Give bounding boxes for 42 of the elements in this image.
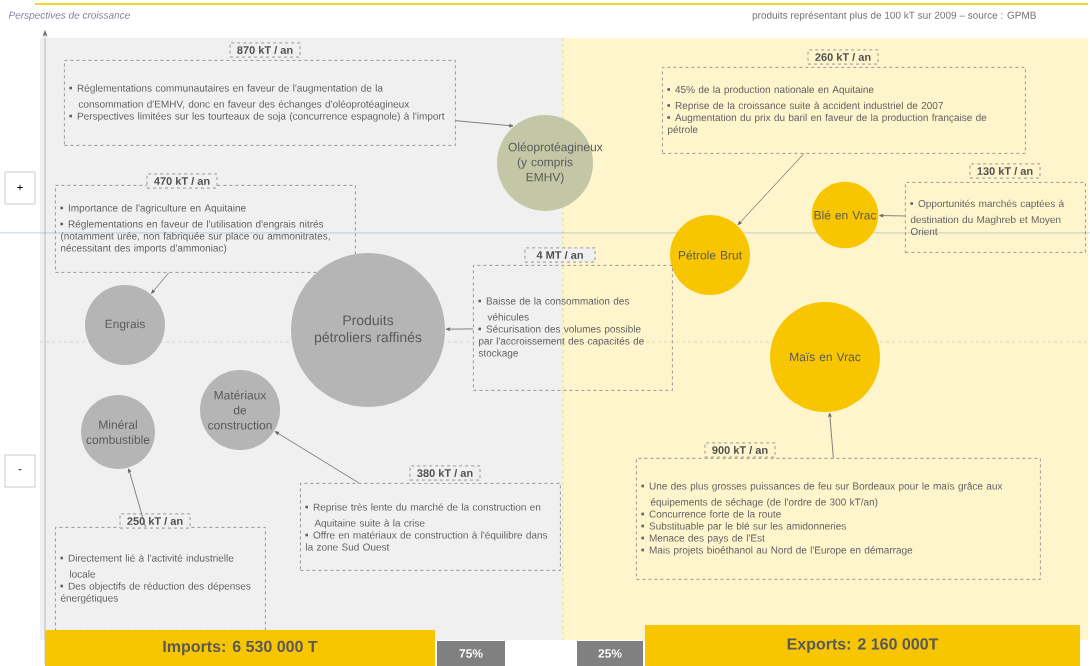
source-note: produits représentant plus de 100 kT sur 2009 – source : GPMB <box>752 11 1036 21</box>
note-box: 45% de la production nationale en Aquitaine Reprise de la croissance suite à accident industriel de 2007 Augmentation du prix du baril en faveur de la production française de pétrole <box>662 67 1026 154</box>
node-label: Une des plus grosses puissances de feu sur Bordeaux pour le maïs grâce aux équipements de séchage (de l'ordre de 300 kT/an) <box>649 482 1003 508</box>
bubble: Produits pétroliers raffinés <box>291 253 445 407</box>
total-bar: Imports: 6 530 000 T <box>45 630 435 666</box>
arrow <box>879 213 906 218</box>
arrow <box>455 120 514 128</box>
quantity-label: 470 kT / an <box>146 173 218 189</box>
bubble: Engrais <box>85 285 165 365</box>
percent-box: 25% <box>577 641 643 666</box>
arrow <box>445 327 474 331</box>
note-box: Reprise très lente du marché de la construction en Aquitaine suite à la crise Offre en matériaux de construction à l'équilibre dans la zone Sud Ouest <box>300 483 561 571</box>
quantity-label: 4 MT / an <box>524 247 596 263</box>
arrow <box>151 272 170 294</box>
total-bar: Exports: 2 160 000T <box>645 625 1080 666</box>
bubble: Pétrole Brut <box>670 215 750 295</box>
node-label: Mais projets bioéthanol au Nord de l'Europe en démarrage <box>649 546 913 556</box>
quantity-label: 130 kT / an <box>969 163 1041 179</box>
quantity-label: 250 kT / an <box>119 513 191 529</box>
axis-sign-box: + <box>4 171 36 205</box>
note-box: Opportunités marchés captées à destination du Maghreb et Moyen Orient <box>905 182 1086 253</box>
bubble: Matériaux de construction <box>200 370 280 450</box>
note-box: Une des plus grosses puissances de feu sur Bordeaux pour le maïs grâce aux équipements de séchage (de l'ordre de 300 kT/an) Concurrence forte de la route Substituable par le blé sur les amidonneries Menace des pays de l'Est Mais projets bioéthanol au Nord de l'Europe en démarrage <box>636 458 1041 580</box>
arrow <box>737 153 805 226</box>
bubble: Minéral combustible <box>81 395 155 469</box>
quantity-label: 900 kT / an <box>704 442 776 458</box>
bubble: Blé en Vrac <box>811 181 879 249</box>
node-label: Concurrence forte de la route <box>649 510 781 518</box>
quantity-label: 260 kT / an <box>807 49 879 65</box>
arrow <box>127 468 146 528</box>
axis-title: Perspectives de croissance <box>8 11 130 21</box>
quantity-label: 870 kT / an <box>229 42 301 58</box>
percent-box: 75% <box>437 641 505 666</box>
note-box: Baisse de la consommation des véhicules Sécurisation des volumes possible par l'accroissement des capacités de stockage <box>473 265 673 391</box>
arrow <box>828 412 834 459</box>
quantity-label: 380 kT / an <box>409 465 481 481</box>
bubble: Maïs en Vrac <box>770 302 880 412</box>
node-label: Substituable par le blé sur les amidonneries <box>649 522 846 532</box>
note-box: Réglementations communautaires en faveur de l'augmentation de la consommation d'EMHV, donc en faveur des échanges d'oléoprotéagineux Perspectives limitées sur les tourteaux de soja (concurrence espagnole) à l'import <box>64 60 456 146</box>
arrow <box>274 431 360 484</box>
node-label: Menace des pays de l'Est <box>649 534 765 544</box>
axis-sign-box: - <box>4 454 36 488</box>
